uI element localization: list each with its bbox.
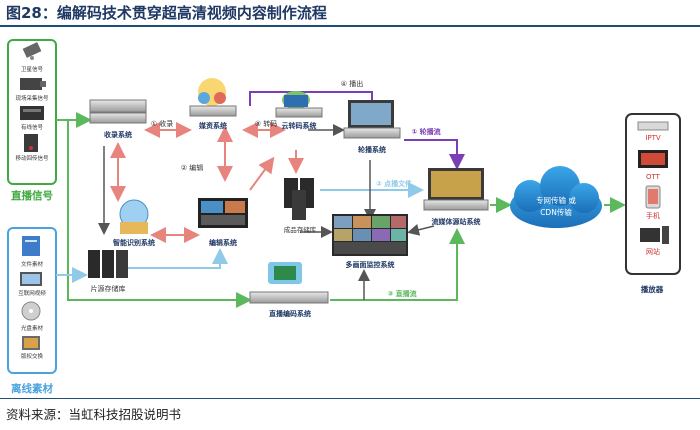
- media-asset-label: 媒资系统: [198, 121, 227, 130]
- player-item-3: 网站: [646, 247, 660, 256]
- media-asset-node: 媒资系统: [189, 78, 237, 130]
- phone-icon: [645, 185, 661, 209]
- source-storage-label: 片源存储库: [91, 284, 126, 293]
- live-signal-label: 直播信号: [11, 189, 53, 202]
- carousel-label: 轮播系统: [358, 145, 386, 154]
- ott-tv-icon: [638, 150, 668, 168]
- mobile-transmitter-icon: [24, 134, 38, 152]
- offline-material-box: [7, 227, 57, 374]
- edge-broadcast-label: ④ 播出: [341, 79, 364, 88]
- streaming-site-label: 流媒体源站系统: [432, 217, 481, 226]
- offline-material-label: 离线素材: [11, 382, 53, 395]
- figure-title: 图28：编解码技术贯穿超高清视频内容制作流程: [6, 4, 327, 22]
- live-signal-box: [7, 39, 57, 185]
- multi-monitor-label: 多画面监控系统: [346, 260, 395, 269]
- offline-item-2: 光盘素材: [21, 324, 44, 332]
- footer-divider: [0, 398, 700, 399]
- smart-recognition-label: 智能识别系统: [113, 238, 155, 247]
- live-encode-label: 直播编码系统: [269, 309, 311, 318]
- cable-receiver-icon: [20, 106, 44, 120]
- title-divider: [0, 25, 700, 27]
- arrow-storage-to-edit: [128, 248, 228, 269]
- carousel-node: 轮播系统: [343, 100, 401, 154]
- arrow-live-stream: [330, 228, 465, 301]
- arrow-stream-monitor: [407, 223, 435, 236]
- iptv-box-icon: [637, 121, 669, 131]
- cloud-transcode-label: 云转码系统: [282, 121, 317, 130]
- live-item-3: 移动回传信号: [15, 154, 49, 162]
- edge-live-stream-label: ③ 直播流: [387, 289, 416, 298]
- product-storage-label: 成品存储库: [284, 225, 317, 234]
- edge-edit-label: ② 编辑: [181, 163, 204, 172]
- live-item-0: 卫星信号: [21, 65, 44, 73]
- player-item-0: IPTV: [645, 134, 661, 142]
- disc-icon: [21, 301, 41, 321]
- streaming-site-node: 流媒体源站系统: [423, 168, 489, 226]
- collect-system-node: 收录系统: [89, 99, 147, 139]
- player-label: 播放器: [641, 284, 664, 294]
- live-encode-node: 直播编码系统: [249, 262, 329, 318]
- player-box: [625, 113, 681, 275]
- player-item-1: OTT: [646, 173, 661, 181]
- offline-material-group: 文件素材 互联网视频 光盘素材 版权交换 离线素材: [7, 227, 57, 395]
- camera-icon: [20, 78, 46, 90]
- collect-label: 收录系统: [104, 130, 132, 139]
- offline-item-1: 互联网视频: [18, 289, 46, 297]
- live-item-1: 现场采集信号: [15, 94, 49, 102]
- arrow-carousel-stream: [404, 139, 465, 170]
- cdn-cloud: 专网传输 或 CDN传输: [510, 166, 602, 228]
- edit-label: 编辑系统: [209, 238, 237, 247]
- cloud-transcode-node: 云转码系统: [275, 91, 323, 130]
- live-item-2: 有线信号: [21, 123, 44, 131]
- offline-item-3: 版权交换: [21, 352, 44, 360]
- offline-item-0: 文件素材: [21, 260, 44, 268]
- live-signal-group: 卫星信号 现场采集信号 有线信号 移动回传信号 直播信号: [7, 39, 57, 202]
- player-panel: IPTV OTT 手机 网站 播放器: [625, 113, 681, 294]
- workflow-diagram: 卫星信号 现场采集信号 有线信号 移动回传信号 直播信号 文件素材 互联网视频 …: [7, 39, 681, 395]
- arrow-to-live-encode: [67, 120, 252, 308]
- satellite-icon: [22, 42, 42, 60]
- product-storage-node: 成品存储库: [284, 178, 317, 234]
- arrow-edit-to-transcode: [249, 156, 275, 191]
- multi-monitor-node: 多画面监控系统: [332, 214, 408, 269]
- edit-node: 编辑系统: [198, 198, 248, 247]
- copyright-exchange-icon: [22, 336, 40, 350]
- desktop-computer-icon: [640, 226, 669, 244]
- smart-recognition-node: 智能识别系统: [113, 199, 155, 247]
- file-icon: [22, 236, 40, 256]
- edge-vod-file-label: ② 点播文件: [376, 179, 412, 188]
- cloud-line2: CDN传输: [540, 207, 572, 217]
- player-item-2: 手机: [646, 211, 660, 220]
- edge-collect-label: ① 收录: [151, 119, 174, 128]
- edge-transcode-label: ③ 转码: [255, 119, 278, 128]
- source-storage-node: 片源存储库: [88, 250, 128, 293]
- network-video-icon: [20, 272, 42, 286]
- source-note: 资料来源：当虹科技招股说明书: [6, 407, 182, 422]
- edge-carousel-stream-label: ① 轮播流: [411, 127, 440, 136]
- cloud-line1: 专网传输 或: [536, 195, 576, 205]
